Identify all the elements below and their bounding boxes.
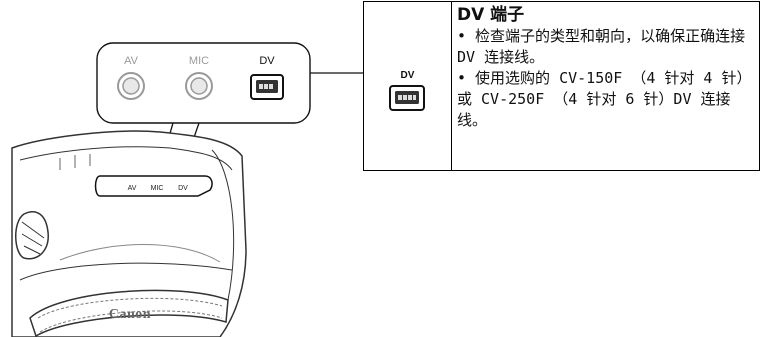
mic-port-label: MIC <box>189 55 209 67</box>
av-port <box>117 72 145 100</box>
info-title: DV 端子 <box>457 5 525 25</box>
info-icon-cell: DV <box>364 2 452 170</box>
dv-port-icon <box>389 85 425 111</box>
strip-label-dv: DV <box>178 185 188 192</box>
terminal-strip: AV MIC DV <box>94 175 213 197</box>
brand-logo: Canon <box>109 307 151 322</box>
dv-port-label: DV <box>259 55 275 67</box>
av-port-label: AV <box>124 55 139 67</box>
dv-icon-label: DV <box>400 70 415 81</box>
info-text-cell: DV 端子 • 检查端子的类型和朝向，以确保正确连接 DV 连接线。 • 使用选… <box>452 2 759 170</box>
dv-terminal-info-box: DV DV 端子 • 检查端子的类型和朝向，以确保正确连接 DV 连接线。 • … <box>363 1 760 171</box>
info-body: • 检查端子的类型和朝向，以确保正确连接 DV 连接线。 • 使用选购的 CV-… <box>457 26 753 131</box>
strip-label-mic: MIC <box>151 185 164 192</box>
info-bullet-2: • 使用选购的 CV-150F （4 针对 4 针）或 CV-250F （4 针… <box>457 69 752 129</box>
dv-port <box>250 74 284 100</box>
hand-strap: Canon <box>29 289 229 337</box>
mic-port <box>185 72 213 100</box>
strip-label-av: AV <box>128 185 137 192</box>
info-bullet-1: • 检查端子的类型和朝向，以确保正确连接 DV 连接线。 <box>457 27 746 66</box>
